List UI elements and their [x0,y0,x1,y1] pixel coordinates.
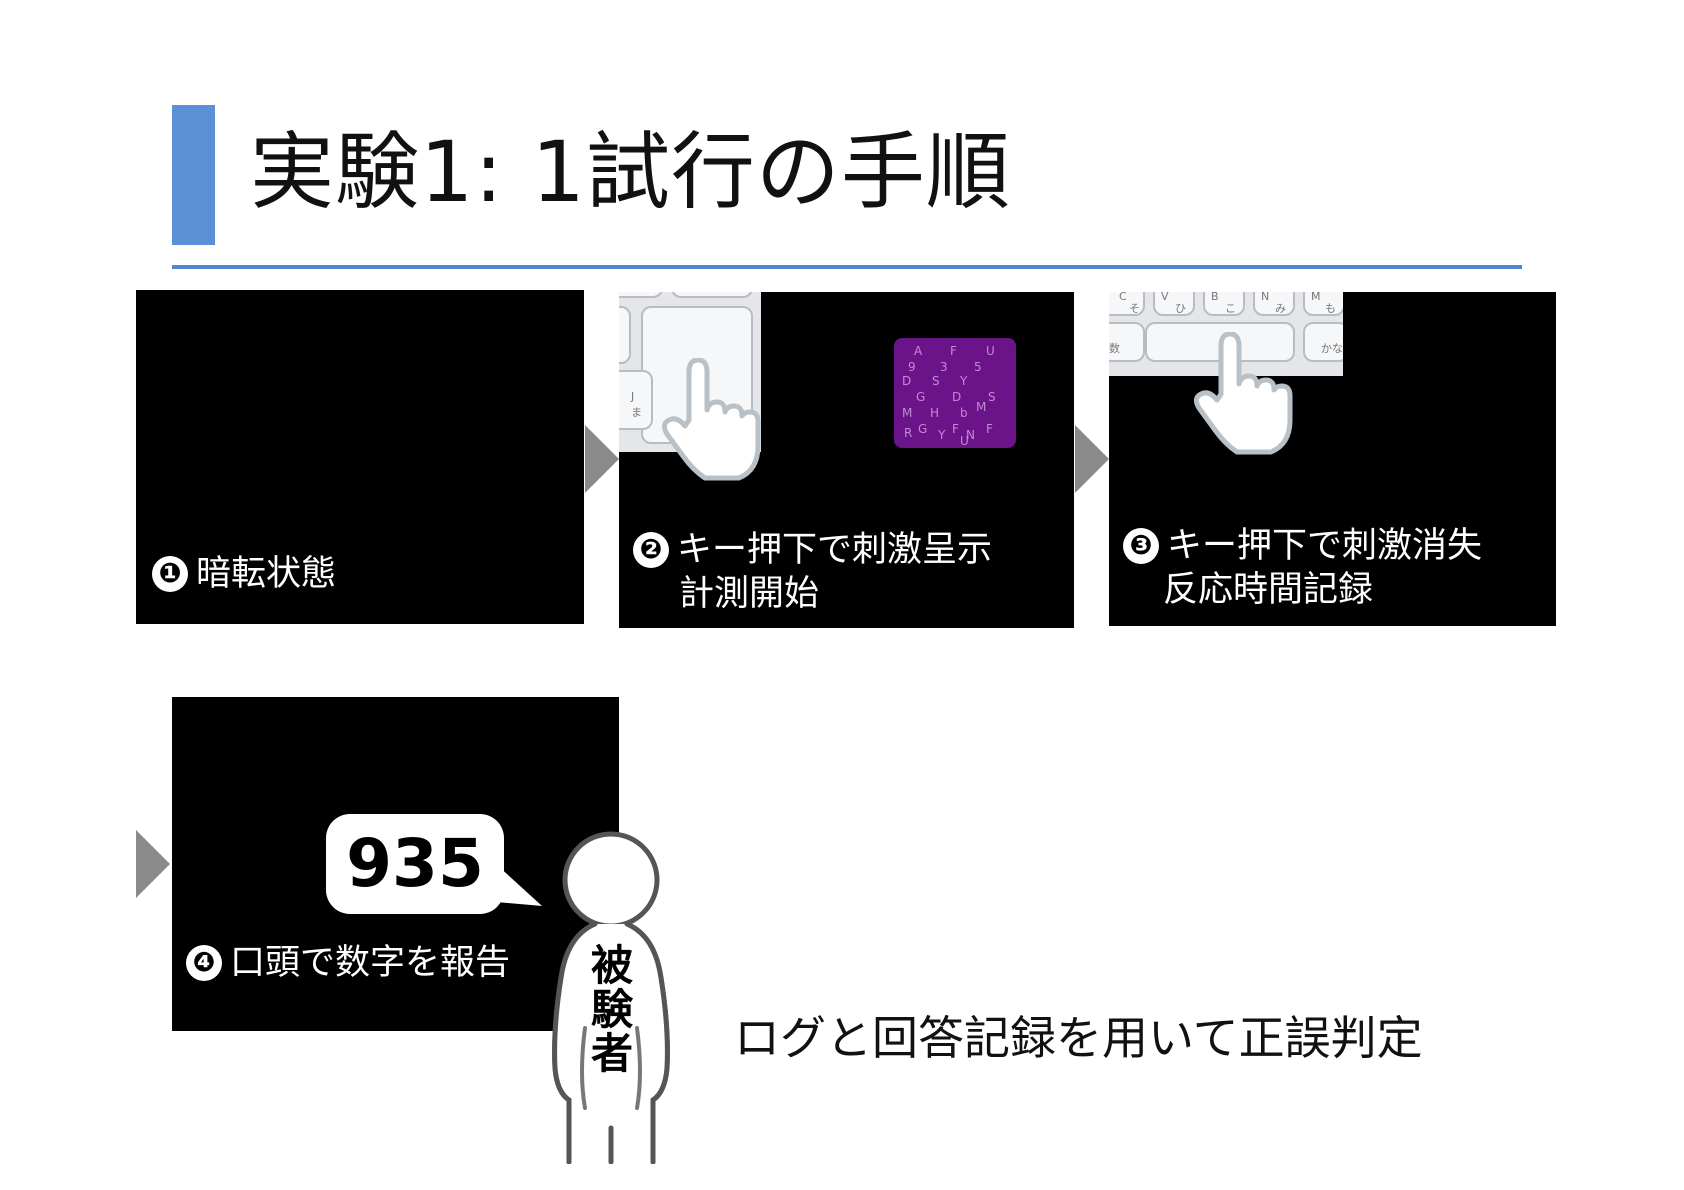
step-4-line-1: 口頭で数字を報告 [230,943,510,983]
keyboard-key-label: 数 [1109,340,1120,356]
stimulus-letter: 3 [940,360,948,374]
keyboard-key-label: も [1325,300,1336,316]
stimulus-letter: G [918,422,927,436]
stimulus-letter: S [988,390,996,404]
step-2-line-2: 計測開始 [633,572,992,616]
stimulus-letter: b [960,406,968,420]
keyboard-key [671,292,753,298]
title-accent-bar [172,105,215,245]
stimulus-letter-array: A F U 9 3 5 D S Y G D S M H b M R G Y F … [894,338,1016,448]
keyboard-key-label: こ [1225,300,1236,316]
stimulus-letter: 9 [908,360,916,374]
keyboard-key [619,370,653,430]
stimulus-letter: U [986,344,995,358]
participant-label: 被 験 者 [587,944,637,1076]
stimulus-letter: M [976,400,986,414]
stimulus-letter: S [932,374,940,388]
keyboard-key-label: V [1161,292,1169,303]
step-3-number: ❸ [1123,528,1159,564]
stimulus-letter: D [902,374,911,388]
stimulus-letter: D [952,390,961,404]
keyboard-key [1153,292,1195,316]
stimulus-letter: R [904,426,912,440]
keyboard-key [619,306,631,364]
stimulus-letter: U [960,434,969,448]
step-arrow-2 [1075,425,1109,493]
speech-bubble: 935 [326,814,504,914]
pointing-hand-icon [1191,332,1295,456]
stimulus-letter: Y [938,428,945,442]
participant-label-char: 者 [587,1032,637,1076]
keyboard-key [1203,292,1245,316]
step-arrow-3 [136,830,170,898]
stimulus-letter: 5 [974,360,982,374]
stimulus-letter: H [930,406,939,420]
keyboard-key [619,292,663,298]
keyboard-key-label: J [631,390,634,403]
step-2-panel: J ま A F U 9 3 5 D S Y G D S M H b M R G … [619,292,1074,628]
keyboard-key-label: み [1275,300,1286,316]
step-2-line-1: キー押下で刺激呈示 [677,530,992,570]
stimulus-letter: G [916,390,925,404]
stimulus-letter: A [914,344,922,358]
step-4-number: ❹ [186,945,222,981]
stimulus-letter: M [902,406,912,420]
keyboard-key-label: N [1261,292,1269,303]
title-underline [172,265,1522,269]
stimulus-letter: Y [960,374,967,388]
keyboard-key-label: ひ [1175,300,1186,316]
step-3-line-2: 反応時間記録 [1123,568,1482,612]
keyboard-key-label: B [1211,292,1219,303]
stimulus-letter: F [950,344,957,358]
step-2-number: ❷ [633,532,669,568]
slide-title: 実験1: 1試行の手順 [250,112,1011,232]
speech-bubble-tail [496,862,546,908]
keyboard-key-label: M [1311,292,1321,303]
participant-label-char: 験 [587,988,637,1032]
keyboard-key [1253,292,1295,316]
step-1-line-1: 暗転状態 [196,554,336,594]
step-3-line-1: キー押下で刺激消失 [1167,526,1482,566]
participant-label-char: 被 [587,944,637,988]
keyboard-key-label: かな [1321,340,1343,356]
pointing-hand-icon [659,358,763,482]
step-1-number: ❶ [152,556,188,592]
stimulus-letter: F [952,422,959,436]
reported-number: 935 [326,819,504,909]
keyboard-key [1303,292,1343,316]
keyboard-key-label: ま [631,404,642,420]
keyboard-key-label: C [1119,292,1127,303]
keyboard-key-label: そ [1129,300,1140,316]
stimulus-letter: F [986,422,993,436]
scoring-note: ログと回答記録を用いて正誤判定 [734,1008,1423,1068]
step-arrow-1 [585,425,619,493]
